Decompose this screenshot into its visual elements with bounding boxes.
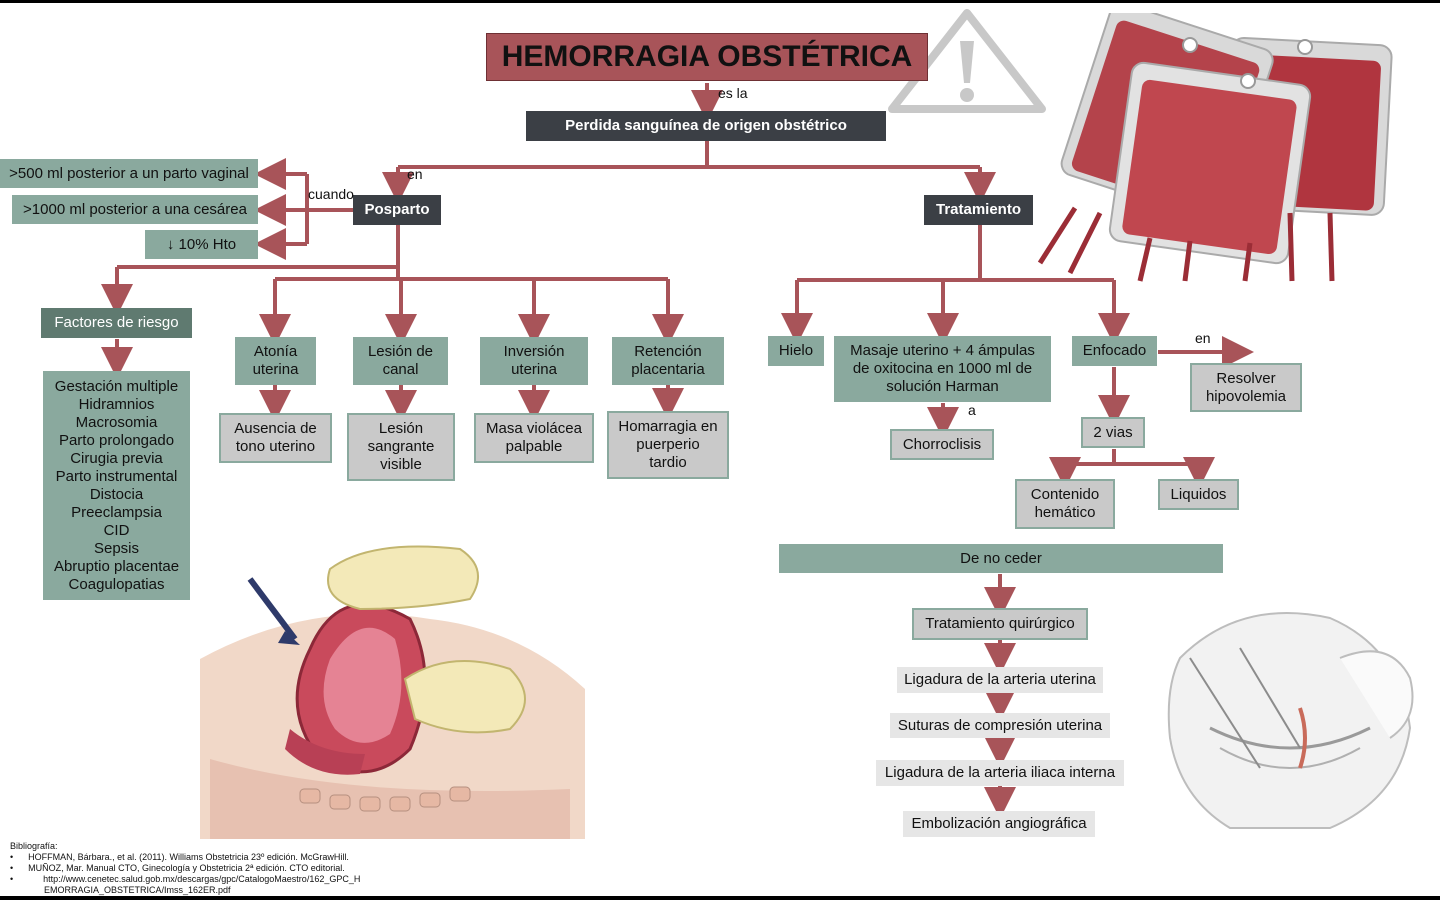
connector-cuando: cuando [308, 186, 354, 202]
bibliography-entry: EMORRAGIA_OBSTETRICA/Imss_162ER.pdf [10, 885, 360, 896]
connector-lines [101, 83, 1254, 819]
de-no-ceder-box: De no ceder [779, 544, 1223, 573]
posparto-box: Posparto [353, 195, 441, 225]
page-title: HEMORRAGIA OBSTÉTRICA [486, 33, 928, 81]
bibliography-entry: • HOFFMAN, Bárbara., et al. (2011). Will… [10, 852, 349, 862]
bibliography: Bibliografía: • HOFFMAN, Bárbara., et al… [10, 841, 360, 896]
criterion-hto: ↓ 10% Hto [145, 230, 258, 259]
treatment-hielo: Hielo [768, 336, 824, 366]
surgical-step: Embolización angiográfica [903, 811, 1095, 837]
treatment-resolver: Resolver hipovolemia [1190, 363, 1302, 412]
criterion-vaginal: >500 ml posterior a un parto vaginal [0, 159, 258, 188]
cause-lesion: Lesión de canal [353, 337, 448, 385]
treatment-chorroclisis: Chorroclisis [890, 429, 994, 460]
risk-factor: Coagulopatias [68, 575, 165, 593]
risk-factor: Abruptio placentae [53, 557, 180, 575]
treatment-enfocado: Enfocado [1072, 336, 1157, 366]
surgical-step: Suturas de compresión uterina [890, 713, 1110, 738]
risk-factors-heading: Factores de riesgo [41, 308, 192, 338]
bibliography-entry: • MUÑOZ, Mar. Manual CTO, Ginecología y … [10, 863, 345, 873]
bibliography-heading: Bibliografía: [10, 841, 58, 851]
risk-factor: Cirugia previa [70, 449, 163, 467]
bibliography-entry-text: HOFFMAN, Bárbara., et al. (2011). Willia… [28, 852, 349, 862]
sign-retencion: Homarragia en puerperio tardio [607, 411, 729, 479]
bibliography-entry: • http://www.cenetec.salud.gob.mx/descar… [10, 874, 361, 884]
treatment-masaje: Masaje uterino + 4 ámpulas de oxitocina … [834, 336, 1051, 402]
criterion-cesarea: >1000 ml posterior a una cesárea [12, 195, 258, 224]
risk-factor: Macrosomia [75, 413, 158, 431]
connector-a: a [968, 402, 976, 418]
surgical-treatment-box: Tratamiento quirúrgico [912, 608, 1088, 640]
sign-lesion: Lesión sangrante visible [347, 413, 455, 481]
bibliography-link[interactable]: http://www.cenetec.salud.gob.mx/descarga… [43, 874, 361, 884]
surgical-step: Ligadura de la arteria uterina [897, 667, 1103, 693]
risk-factor: Parto prolongado [58, 431, 175, 449]
bibliography-link[interactable]: EMORRAGIA_OBSTETRICA/Imss_162ER.pdf [44, 885, 231, 895]
concept-map: HEMORRAGIA OBSTÉTRICA es la Perdida sang… [0, 3, 1440, 896]
sign-inversion: Masa violácea palpable [474, 413, 594, 463]
risk-factors-list: Gestación multiple Hidramnios Macrosomia… [43, 371, 190, 600]
definition-box: Perdida sanguínea de origen obstétrico [526, 111, 886, 141]
connector-en-2: en [1195, 330, 1211, 346]
blood-bags-icon [1037, 13, 1393, 282]
cause-atonia: Atonía uterina [235, 337, 316, 385]
treatment-liquidos: Liquidos [1158, 479, 1239, 510]
surgical-illustration [1167, 612, 1414, 829]
tratamiento-box: Tratamiento [924, 195, 1033, 225]
treatment-contenido: Contenido hemático [1015, 479, 1115, 529]
connector-es-la: es la [718, 85, 748, 101]
sign-atonia: Ausencia de tono uterino [219, 413, 332, 463]
treatment-dos-vias: 2 vias [1081, 417, 1145, 448]
cause-retencion: Retención placentaria [612, 337, 724, 385]
risk-factor: Gestación multiple [54, 377, 179, 395]
cause-inversion: Inversión uterina [480, 337, 588, 385]
warning-icon [888, 9, 1046, 113]
risk-factor: Preeclampsia [71, 503, 162, 521]
bibliography-entry-text: MUÑOZ, Mar. Manual CTO, Ginecología y Ob… [28, 863, 345, 873]
risk-factor: CID [103, 521, 130, 539]
risk-factor: Parto instrumental [55, 467, 178, 485]
risk-factor: Distocia [89, 485, 144, 503]
risk-factor: Hidramnios [78, 395, 155, 413]
surgical-step: Ligadura de la arteria iliaca interna [876, 760, 1124, 786]
risk-factor: Sepsis [93, 539, 140, 557]
uterine-massage-illustration [200, 545, 585, 839]
connector-en: en [407, 166, 423, 182]
title-text: HEMORRAGIA OBSTÉTRICA [501, 40, 913, 73]
